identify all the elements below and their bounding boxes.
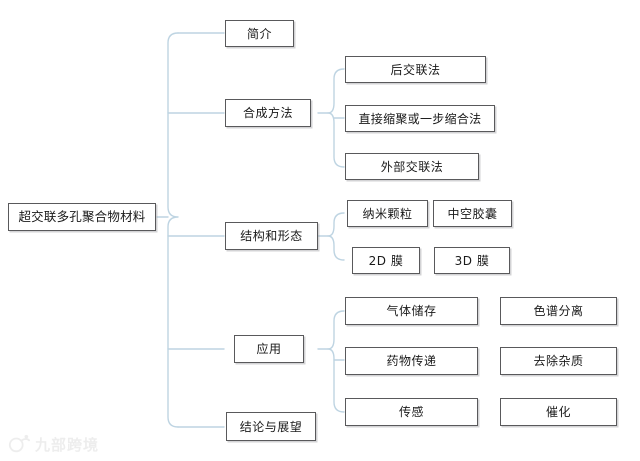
branch-node-structure[interactable]: 结构和形态 [225, 222, 318, 250]
leaf-node-3d-membrane[interactable]: 3D 膜 [434, 247, 510, 274]
root-node[interactable]: 超交联多孔聚合物材料 [8, 203, 156, 231]
leaf-node-direct-polycondensation[interactable]: 直接缩聚或一步缩合法 [345, 105, 495, 132]
application-brace [327, 310, 345, 413]
leaf-node-gas-storage[interactable]: 气体储存 [345, 297, 478, 325]
leaf-node-nanoparticle[interactable]: 纳米颗粒 [347, 200, 428, 227]
branch-node-conclusion[interactable]: 结论与展望 [226, 412, 316, 441]
branch-node-intro[interactable]: 简介 [225, 20, 294, 47]
leaf-node-external-crosslink[interactable]: 外部交联法 [345, 153, 479, 180]
branch-node-synthesis[interactable]: 合成方法 [225, 99, 311, 127]
root-brace [167, 32, 179, 428]
structure-brace [327, 212, 345, 261]
leaf-node-post-crosslink[interactable]: 后交联法 [345, 56, 486, 83]
leaf-node-2d-membrane[interactable]: 2D 膜 [352, 247, 420, 274]
leaf-node-impurity-removal[interactable]: 去除杂质 [500, 347, 617, 375]
synthesis-brace [327, 68, 345, 168]
branch-node-application[interactable]: 应用 [234, 335, 304, 363]
leaf-node-hollow-capsule[interactable]: 中空胶囊 [433, 200, 512, 227]
leaf-node-catalysis[interactable]: 催化 [500, 398, 617, 426]
watermark: 九部跨境 [8, 431, 120, 457]
leaf-node-drug-delivery[interactable]: 药物传递 [345, 347, 478, 375]
watermark-text: 九部跨境 [35, 435, 100, 454]
watermark-logo-icon [8, 433, 30, 455]
leaf-node-chromatographic-separation[interactable]: 色谱分离 [500, 297, 617, 325]
leaf-node-sensing[interactable]: 传感 [345, 398, 478, 426]
